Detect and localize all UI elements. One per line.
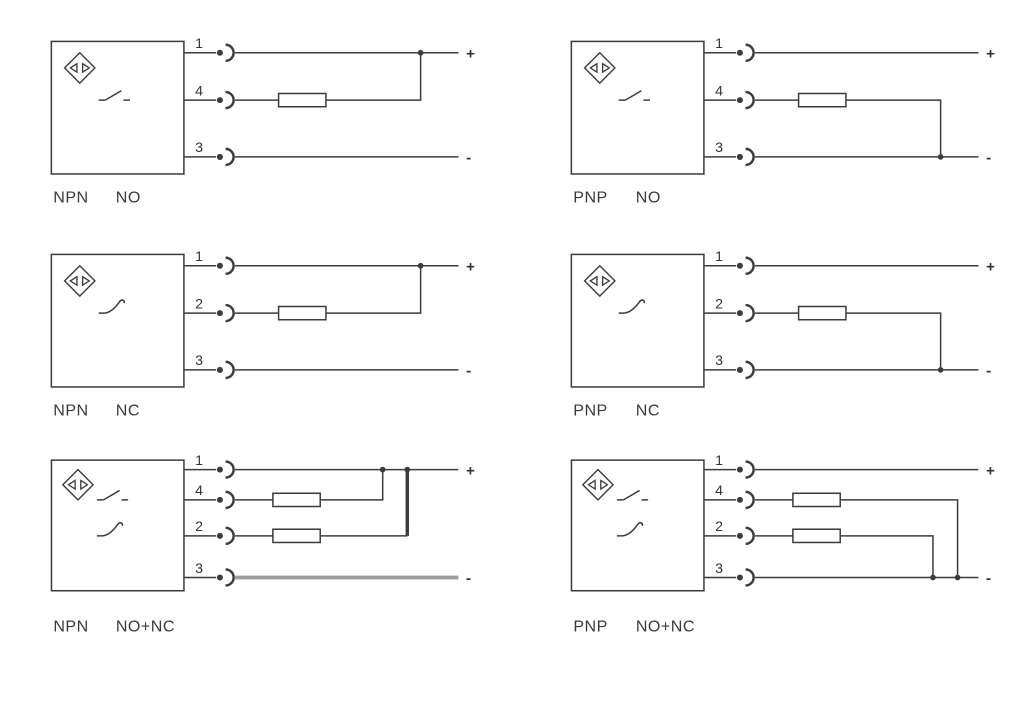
connector-icon — [215, 303, 235, 323]
sensor-type-label: PNP — [573, 617, 607, 635]
pin-number: 2 — [715, 519, 723, 535]
diagram-npn-no-nc-svg: 1 + 4 2 3 - NPN NO+NC — [50, 453, 475, 635]
connector-icon — [735, 256, 755, 276]
connector-icon — [215, 360, 235, 380]
diagram-npn-nc: 1 + 2 3 - NPN NC — [40, 243, 485, 428]
pin-number: 3 — [195, 140, 203, 156]
sensor-body — [50, 253, 185, 388]
wire-load-out — [845, 99, 942, 157]
connector-icon — [735, 43, 755, 63]
pin-number: 1 — [195, 36, 203, 52]
pin-number: 3 — [195, 561, 203, 577]
connector-icon — [735, 147, 755, 167]
sensor-function-label: NO — [636, 188, 661, 206]
sensor-function-label: NC — [636, 401, 660, 419]
diagram-npn-nc-svg: 1 + 2 3 - NPN NC — [50, 249, 475, 419]
wire-load-out — [325, 52, 422, 101]
diagram-pnp-no: 1 + 4 3 - PNP NO — [560, 30, 1005, 215]
plus-terminal-label: + — [986, 45, 995, 62]
minus-terminal-label: - — [466, 150, 471, 167]
plus-terminal-label: + — [986, 462, 995, 479]
wire-load-out — [840, 499, 959, 578]
pin-number: 1 — [715, 453, 723, 469]
sensor-type-label: NPN — [53, 188, 88, 206]
pin-number: 3 — [715, 353, 723, 369]
sensor-function-label: NO+NC — [636, 617, 695, 635]
connector-icon — [735, 490, 755, 510]
connector-icon — [735, 526, 755, 546]
pin-number: 4 — [195, 483, 203, 499]
connector-icon — [215, 526, 235, 546]
sensor-body — [50, 40, 185, 175]
pin-number: 2 — [195, 296, 203, 312]
plus-terminal-label: + — [986, 258, 995, 275]
load-resistor — [797, 92, 847, 108]
sensor-body — [570, 40, 705, 175]
diagram-pnp-no-nc-svg: 1 + 4 2 3 - PNP NO+NC — [570, 453, 995, 635]
diagram-npn-no: 1 + 4 3 - NPN NO — [40, 30, 485, 215]
load-resistor — [272, 492, 321, 508]
load-resistor — [797, 305, 847, 321]
diagram-pnp-nc-svg: 1 + 2 3 - PNP NC — [570, 249, 995, 419]
load-resistor — [277, 92, 327, 108]
connector-icon — [215, 568, 235, 587]
pin-number: 3 — [715, 140, 723, 156]
pin-number: 1 — [715, 36, 723, 52]
pin-number: 3 — [715, 561, 723, 577]
sensor-type-label: NPN — [53, 401, 88, 419]
wire-load-out — [840, 535, 934, 578]
connector-icon — [215, 490, 235, 510]
connector-icon — [735, 460, 755, 479]
diagram-npn-no-svg: 1 + 4 3 - NPN NO — [50, 36, 475, 206]
diagram-pnp-nc: 1 + 2 3 - PNP NC — [560, 243, 1005, 428]
minus-terminal-label: - — [466, 363, 471, 380]
sensor-type-label: PNP — [573, 401, 607, 419]
diagram-pnp-no-svg: 1 + 4 3 - PNP NO — [570, 36, 995, 206]
pin-number: 1 — [195, 453, 203, 469]
pin-number: 1 — [195, 249, 203, 265]
pin-number: 4 — [715, 83, 723, 99]
minus-terminal-label: - — [986, 150, 991, 167]
connector-icon — [215, 256, 235, 276]
pin-number: 3 — [195, 353, 203, 369]
load-resistor — [272, 528, 321, 544]
load-resistor — [792, 492, 841, 508]
pin-number: 2 — [715, 296, 723, 312]
wire-load-out — [325, 265, 422, 314]
sensor-body — [570, 253, 705, 388]
minus-terminal-label: - — [466, 570, 471, 587]
minus-terminal-label: - — [986, 363, 991, 380]
plus-terminal-label: + — [466, 462, 475, 479]
plus-terminal-label: + — [466, 45, 475, 62]
connector-icon — [735, 303, 755, 323]
sensor-function-label: NC — [116, 401, 140, 419]
connector-icon — [735, 90, 755, 110]
pin-number: 1 — [715, 249, 723, 265]
wire-load-out — [845, 312, 942, 370]
connector-icon — [215, 147, 235, 167]
diagram-npn-no-nc: 1 + 4 2 3 - NPN NO+NC — [40, 445, 485, 644]
sensor-function-label: NO+NC — [116, 617, 175, 635]
pin-number: 4 — [715, 483, 723, 499]
diagram-pnp-no-nc: 1 + 4 2 3 - PNP NO+NC — [560, 445, 1005, 644]
connector-icon — [215, 460, 235, 479]
connector-icon — [215, 43, 235, 63]
minus-terminal-label: - — [986, 570, 991, 587]
plus-terminal-label: + — [466, 258, 475, 275]
pin-number: 4 — [195, 83, 203, 99]
sensor-function-label: NO — [116, 188, 141, 206]
sensor-type-label: NPN — [53, 617, 88, 635]
load-resistor — [277, 305, 327, 321]
connector-icon — [215, 90, 235, 110]
connector-icon — [735, 568, 755, 587]
sensor-type-label: PNP — [573, 188, 607, 206]
load-resistor — [792, 528, 841, 544]
connector-icon — [735, 360, 755, 380]
pin-number: 2 — [195, 519, 203, 535]
wire-load-out — [320, 469, 384, 501]
